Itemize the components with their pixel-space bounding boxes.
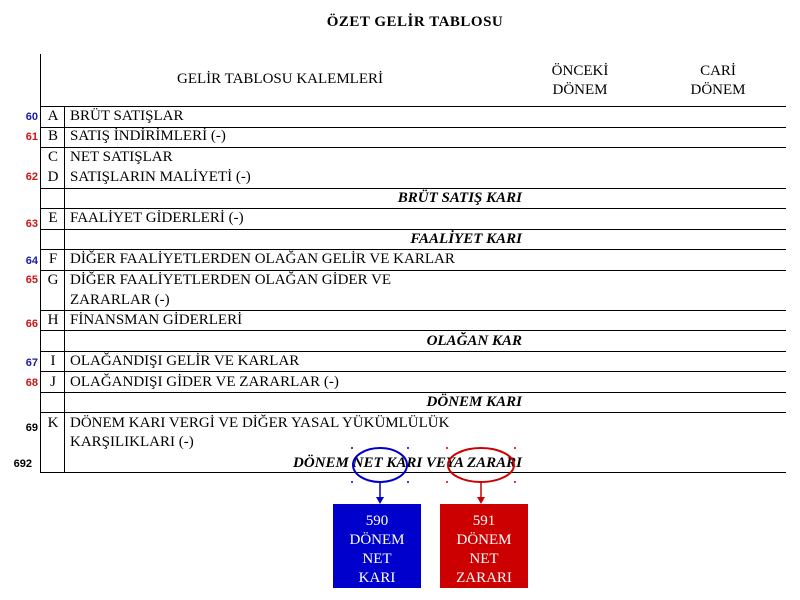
row-letter: A [47,108,59,124]
net-loss-account-box: 591 DÖNEM NET ZARARI [440,504,528,588]
current-period-line1: CARİ [700,63,736,79]
previous-period-line1: ÖNCEKİ [551,63,609,79]
table-left-border [40,54,41,472]
row-letter: C [47,149,58,165]
subtotal-ordinary-profit: OLAĞAN KAR [426,333,522,349]
page-title: ÖZET GELİR TABLOSU [326,14,504,30]
row-label-continued: KARŞILIKLARI (-) [70,434,194,450]
blue-dot-mark [407,481,409,483]
current-period-header: CARİ DÖNEM [658,62,778,100]
account-code: 69 [25,422,38,434]
account-code: 66 [25,318,38,330]
row-rule [40,249,786,250]
net-loss-account-code: 591 [472,513,496,529]
loss-arrow-head [477,497,485,504]
row-letter: H [47,312,59,328]
subtotal-period-profit: DÖNEM KARI [426,394,522,410]
row-label: NET SATIŞLAR [70,149,173,165]
net-profit-box-line2: NET [362,551,392,567]
row-label: SATIŞ İNDİRİMLERİ (-) [70,128,226,144]
previous-period-line2: DÖNEM [552,82,608,98]
subtotal-gross-profit: BRÜT SATIŞ KARI [397,190,522,206]
row-rule [40,371,786,372]
blue-dot-mark [351,481,353,483]
net-loss-box-line3: ZARARI [456,570,512,586]
red-dot-mark [446,481,448,483]
row-letter: D [47,169,59,185]
row-rule [40,392,786,393]
blue-dot-mark [407,447,409,449]
row-rule [40,412,786,413]
blue-dot-mark [351,447,353,449]
red-dot-mark [514,447,516,449]
account-code: 60 [25,111,38,123]
row-rule [40,270,786,271]
row-label: OLAĞANDIŞI GİDER VE ZARARLAR (-) [70,374,339,390]
row-rule [40,351,786,352]
letter-column-divider [64,106,65,472]
row-rule [40,330,786,331]
account-code: 68 [25,377,38,389]
row-label: BRÜT SATIŞLAR [70,108,184,124]
row-letter: J [50,374,56,390]
account-code: 61 [25,131,38,143]
row-label: DİĞER FAALİYETLERDEN OLAĞAN GELİR VE KAR… [70,251,455,267]
items-column-header: GELİR TABLOSU KALEMLERİ [176,71,383,87]
row-letter: K [47,415,59,431]
row-rule [40,127,786,128]
row-label: FİNANSMAN GİDERLERİ [70,312,243,328]
row-label: DİĞER FAALİYETLERDEN OLAĞAN GİDER VE [70,272,392,288]
table-bottom-rule [40,472,786,473]
red-dot-mark [446,447,448,449]
account-code: 692 [13,458,32,470]
account-code: 67 [25,357,38,369]
row-letter: F [48,251,58,267]
net-profit-box-line3: KARI [358,570,396,586]
net-profit-box-line1: DÖNEM [349,532,405,548]
row-label: FAALİYET GİDERLERİ (-) [70,210,244,226]
subtotal-operating-profit: FAALİYET KARI [410,231,522,247]
profit-arrow-head [376,497,384,504]
row-rule [40,229,786,230]
row-letter: I [50,353,56,369]
row-rule [40,310,786,311]
row-label: DÖNEM KARI VERGİ VE DİĞER YASAL YÜKÜMLÜL… [70,415,450,431]
account-code: 65 [25,274,38,286]
row-letter: B [47,128,58,144]
row-rule [40,188,786,189]
row-label: OLAĞANDIŞI GELİR VE KARLAR [70,353,300,369]
account-code: 62 [25,171,38,183]
net-loss-box-line1: DÖNEM [456,532,512,548]
row-letter: G [47,272,59,288]
current-period-line2: DÖNEM [690,82,746,98]
row-label: SATIŞLARIN MALİYETİ (-) [70,169,251,185]
header-bottom-rule [40,106,786,107]
account-code: 64 [25,255,38,267]
red-dot-mark [514,481,516,483]
net-profit-account-code: 590 [365,513,389,529]
net-loss-box-line2: NET [469,551,499,567]
net-profit-account-box: 590 DÖNEM NET KARI [333,504,421,588]
row-label-continued: ZARARLAR (-) [70,292,170,308]
row-rule [40,208,786,209]
row-letter: E [48,210,58,226]
loss-highlight-ellipse [447,447,515,483]
account-code: 63 [25,218,38,230]
previous-period-header: ÖNCEKİ DÖNEM [520,62,640,100]
profit-highlight-ellipse [352,447,408,483]
row-rule [40,147,786,148]
